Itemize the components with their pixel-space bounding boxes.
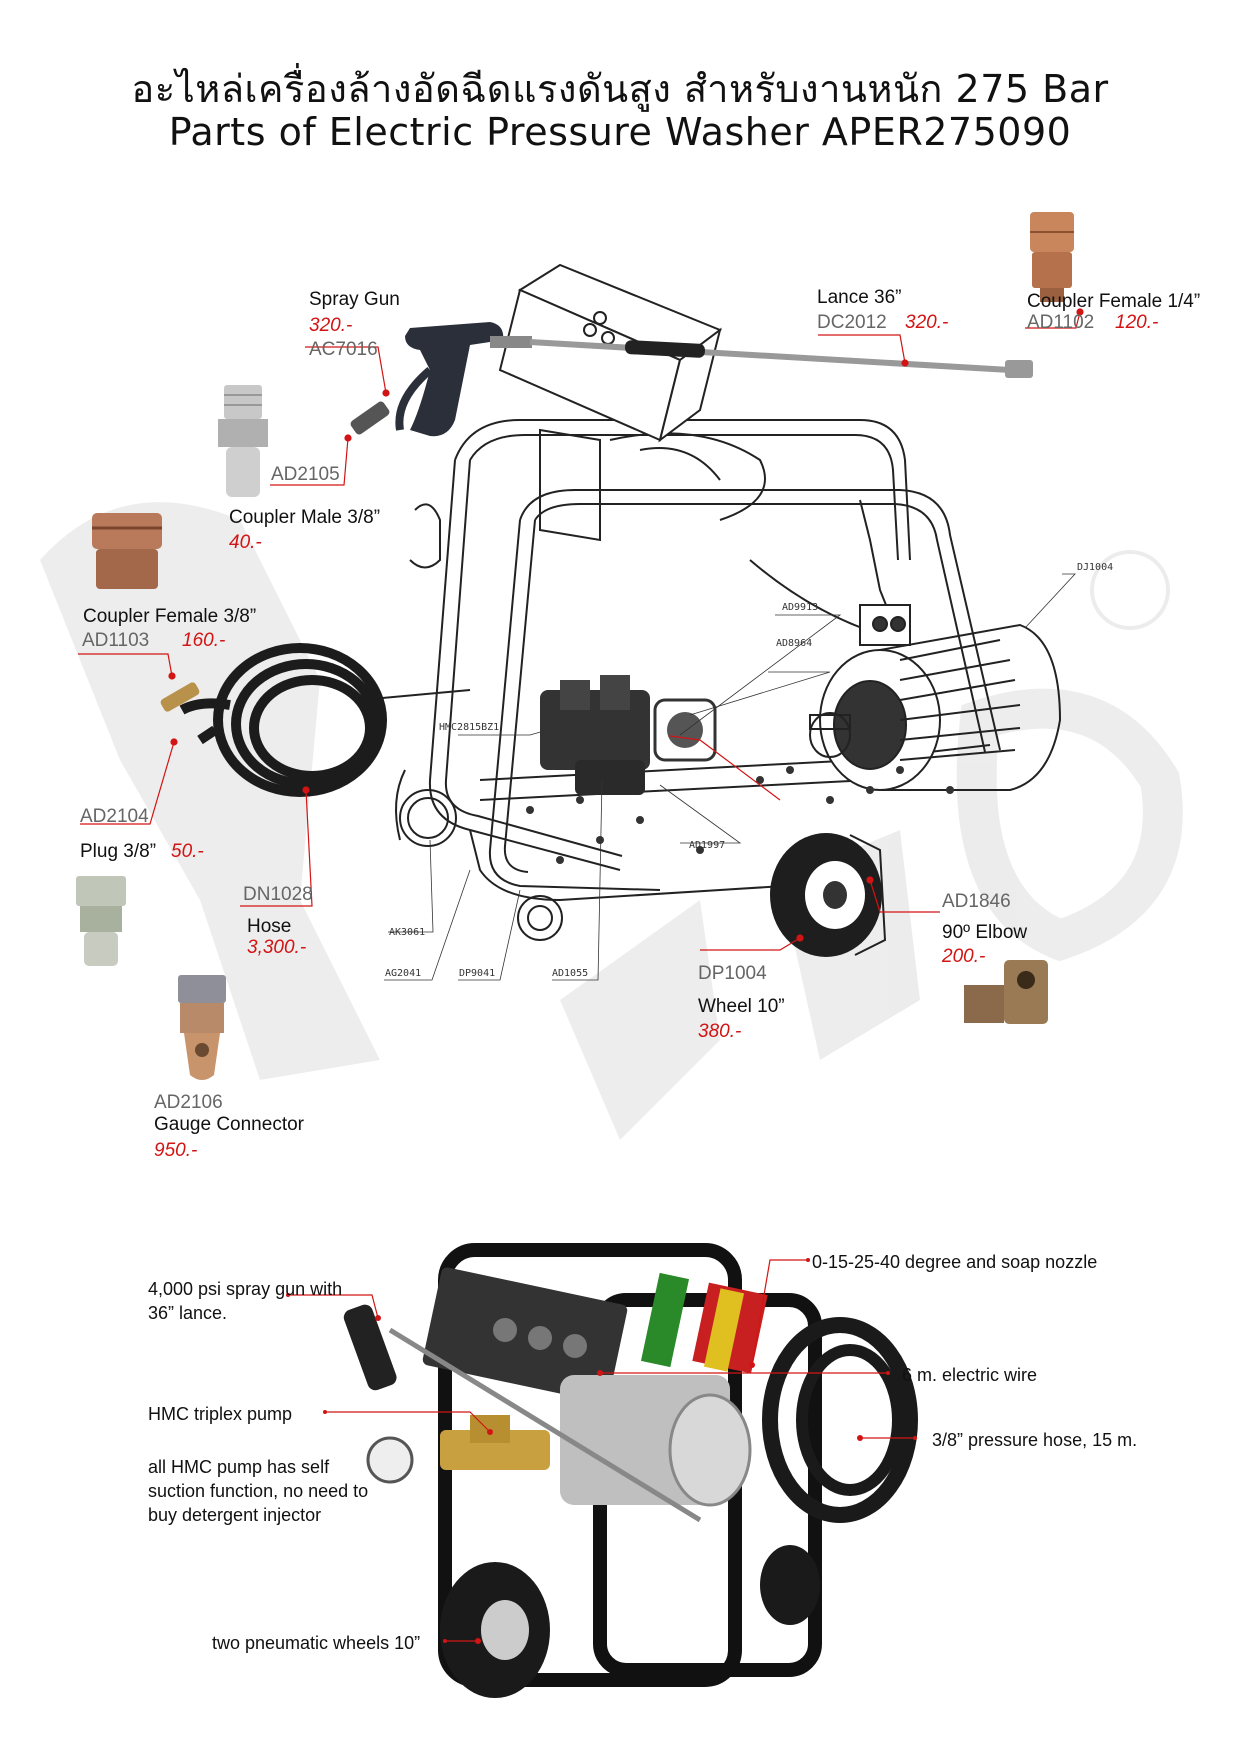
diagram-code-dj1004: DJ1004 <box>1077 562 1114 573</box>
elbow-picture <box>964 960 1048 1024</box>
lance-label: Lance 36” <box>817 287 902 308</box>
diagram-code-hmc: HMC2815BZ1 <box>439 722 500 733</box>
wheel-code: DP1004 <box>698 963 767 984</box>
leader-lines <box>78 308 1084 951</box>
hose-fitting-drawing <box>160 682 200 712</box>
diagram-code-ad8964: AD8964 <box>776 638 813 649</box>
gauge-connector-code: AD2106 <box>154 1092 223 1113</box>
coupler-male-38-picture <box>218 385 268 497</box>
diagram-code-ad1055: AD1055 <box>552 968 589 979</box>
coupler-female-14-label: Coupler Female 1/4” <box>1027 291 1201 312</box>
diagram-code-ak3061: AK3061 <box>389 927 426 938</box>
plug-38-price: 50.- <box>171 841 204 862</box>
spray-gun-price: 320.- <box>309 315 353 336</box>
feature-wire: 6 m. electric wire <box>902 1365 1038 1385</box>
spray-gun-code: AC7016 <box>309 339 378 360</box>
wheel-drawing <box>770 833 887 957</box>
page-title-thai: อะไหล่เครื่องล้างอัดฉีดแรงดันสูง สำหรับง… <box>131 67 1109 111</box>
coupler-male-38-price: 40.- <box>229 532 262 553</box>
diagram-leader-lines <box>384 573 1076 981</box>
feature-nozzle: 0-15-25-40 degree and soap nozzle <box>812 1252 1098 1272</box>
wheel-label: Wheel 10” <box>698 996 785 1017</box>
plug-38-code: AD2104 <box>80 806 149 827</box>
feature-leader-lines <box>288 1259 915 1642</box>
coupler-female-14-picture <box>1030 212 1074 302</box>
diagram-code-ag2041: AG2041 <box>385 968 422 979</box>
hose-label: Hose <box>247 916 292 937</box>
coupler-female-38-picture <box>92 513 162 589</box>
feature-wheels: two pneumatic wheels 10” <box>212 1633 421 1653</box>
page-title-english: Parts of Electric Pressure Washer APER27… <box>168 110 1072 154</box>
lance-price: 320.- <box>905 312 949 333</box>
feature-spray-gun: 4,000 psi spray gun with 36” lance. <box>148 1279 343 1323</box>
plug-38-picture <box>76 876 126 966</box>
coupler-female-14-price: 120.- <box>1115 312 1159 333</box>
gauge-connector-label: Gauge Connector <box>154 1114 304 1135</box>
base-plate <box>526 766 954 864</box>
wheel-price: 380.- <box>698 1021 742 1042</box>
gauge-connector-price: 950.- <box>154 1140 198 1161</box>
feature-suction: all HMC pump has self suction function, … <box>148 1457 369 1525</box>
coupler-female-38-price: 160.- <box>182 630 226 651</box>
elbow-price: 200.- <box>942 946 986 967</box>
coupler-female-14-code: AD1102 <box>1027 312 1095 333</box>
hose-drawing <box>179 643 387 797</box>
coupler-female-38-label: Coupler Female 3/8” <box>83 606 257 627</box>
feature-hose: 3/8” pressure hose, 15 m. <box>932 1430 1138 1450</box>
diagram-code-ad9913: AD9913 <box>782 602 819 613</box>
lance-drawing <box>529 339 1033 378</box>
elbow-code: AD1846 <box>942 891 1011 912</box>
lance-code: DC2012 <box>817 312 887 333</box>
motor-drawing <box>809 604 1062 791</box>
coupler-male-38-code: AD2105 <box>271 464 340 485</box>
plug-38-label: Plug 3/8” <box>80 841 157 862</box>
hose-code: DN1028 <box>243 884 313 905</box>
gauge-connector-picture <box>178 975 226 1080</box>
pump-drawing <box>540 675 717 795</box>
machine-photo <box>343 1243 918 1698</box>
spray-gun-drawing <box>350 322 532 437</box>
elbow-label: 90º Elbow <box>942 922 1028 943</box>
diagram-code-dp9041: DP9041 <box>459 968 496 979</box>
feature-pump: HMC triplex pump <box>148 1404 293 1424</box>
diagram-code-ad1997: AD1997 <box>689 840 726 851</box>
spray-gun-label: Spray Gun <box>309 289 400 310</box>
hose-price: 3,300.- <box>247 937 307 958</box>
coupler-female-38-code: AD1103 <box>82 630 150 651</box>
coupler-male-38-label: Coupler Male 3/8” <box>229 507 381 528</box>
